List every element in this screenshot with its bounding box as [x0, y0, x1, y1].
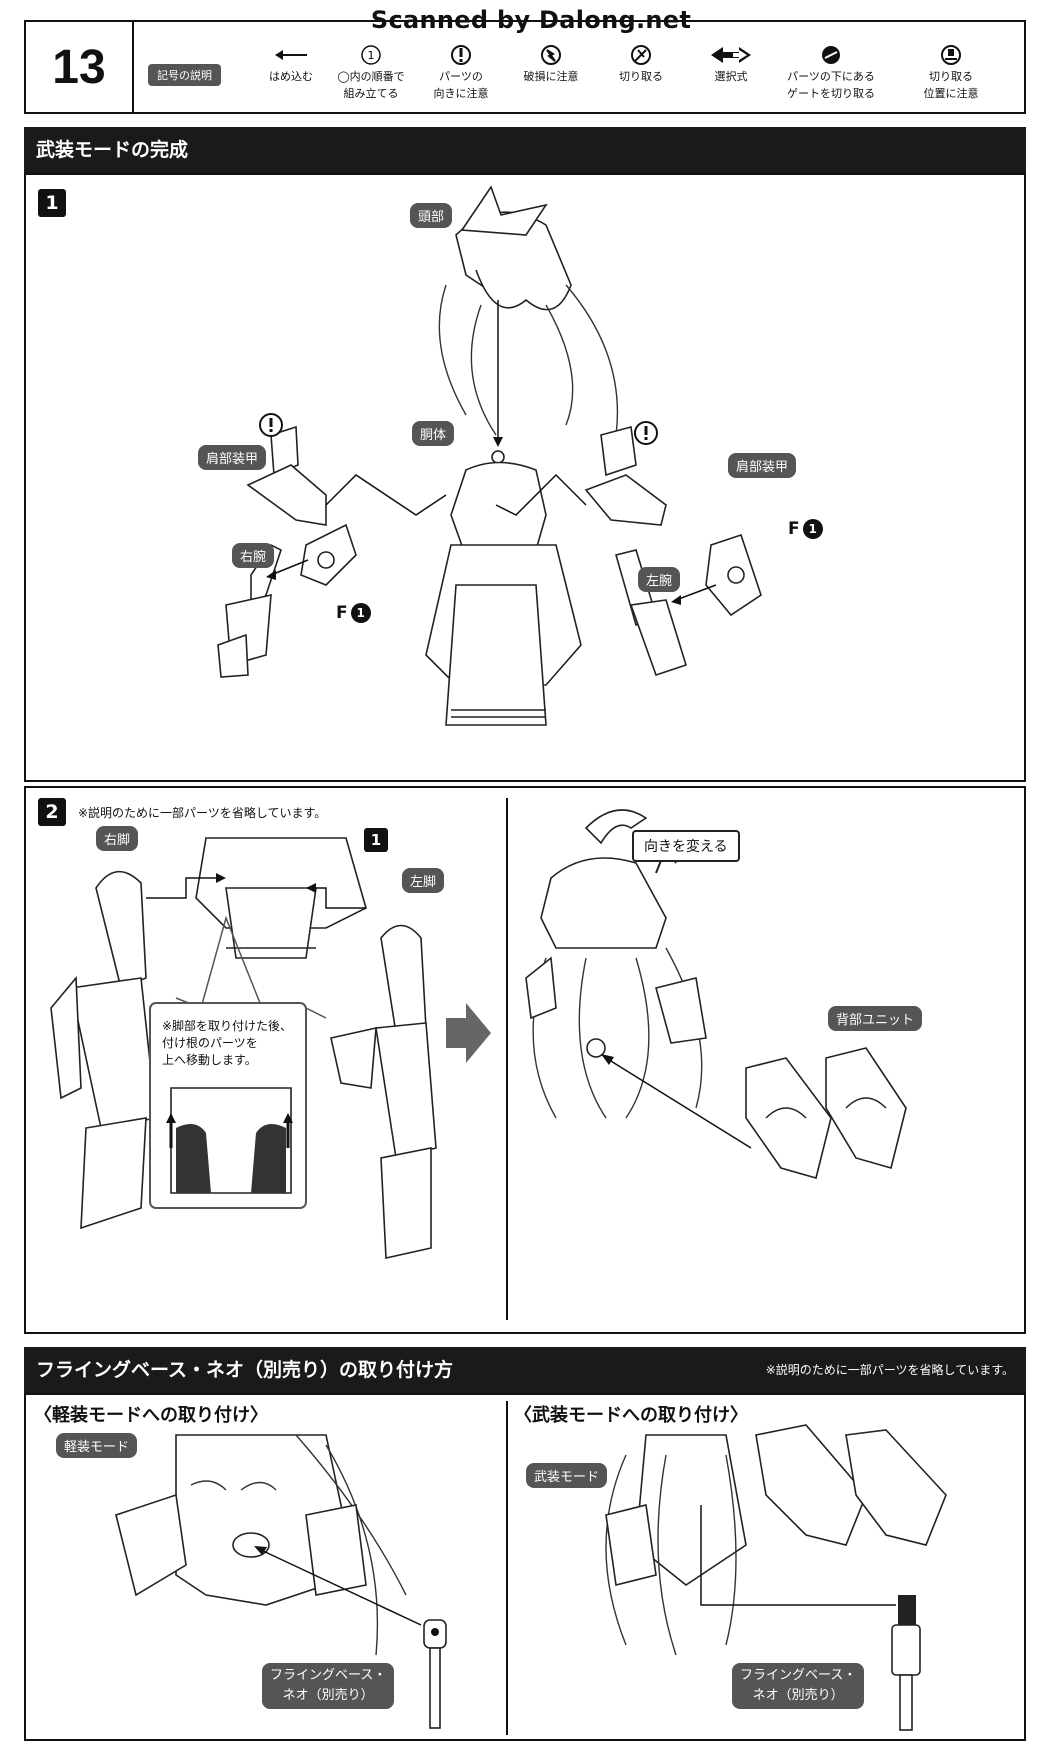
- f-runner-letter: F: [788, 519, 800, 539]
- left-arm-drawing: [615, 549, 687, 677]
- legend-label: 切り取る: [929, 70, 973, 83]
- section-title-armed-completion: 武装モードの完成: [24, 127, 1026, 173]
- back-unit-drawing: [745, 1047, 907, 1179]
- leg-joint-inset: [149, 915, 327, 1209]
- legend-label: 切り取る: [619, 70, 663, 83]
- flying-base-label-light: フライングベース・ ネオ（別売り）: [262, 1663, 395, 1709]
- legend-label: はめ込む: [269, 70, 313, 83]
- omission-note: ※説明のために一部パーツを省略しています。: [78, 806, 327, 820]
- light-mode-body-drawing: [115, 1434, 407, 1656]
- omission-note: ※説明のために一部パーツを省略しています。: [765, 1363, 1014, 1377]
- label-torso: 胴体: [412, 421, 455, 446]
- legend-title-chip: 記号の説明: [148, 64, 221, 86]
- legend-item-insert: はめ込む: [236, 44, 346, 85]
- legend-label: パーツの: [439, 70, 483, 83]
- left-shoulder-armor-drawing: [584, 425, 667, 526]
- symbol-legend: 13 記号の説明 はめ込む 1 ◯内の順番で 組み立てる パーツの 向きに注意 …: [24, 20, 1026, 114]
- left-hand-part-drawing: [705, 533, 762, 617]
- torso-part-drawing: [425, 450, 582, 726]
- legend-item-cut-position: 切り取る 位置に注意: [896, 44, 1006, 102]
- exclamation-icon: [259, 413, 283, 437]
- back-view-body-drawing: [525, 809, 707, 1119]
- flying-base-label-line: フライングベース・: [740, 1668, 857, 1683]
- right-leg-drawing: [50, 870, 157, 1230]
- exclamation-icon: [451, 45, 471, 65]
- flying-base-label-line: ネオ（別売り）: [752, 1688, 844, 1703]
- f-runner-letter: F: [336, 603, 348, 623]
- left-leg-drawing: [330, 924, 437, 1259]
- f-runner-number: 1: [802, 519, 823, 539]
- step-reference-badge: 1: [364, 828, 388, 852]
- legend-item-order: 1 ◯内の順番で 組み立てる: [316, 44, 426, 102]
- label-right-leg: 右脚: [96, 826, 139, 851]
- flying-base-divider: [506, 1401, 508, 1735]
- leg-joint-inset-note: ※脚部を取り付けた後、 付け根のパーツを 上へ移動します。: [162, 1018, 302, 1069]
- proceed-arrow-icon: [446, 1003, 491, 1063]
- cut-icon: [631, 45, 651, 65]
- label-right-shoulder-armor: 肩部装甲: [198, 445, 267, 470]
- legend-item-orientation: パーツの 向きに注意: [406, 44, 516, 102]
- light-mode-heading: 〈軽装モードへの取り付け〉: [34, 1405, 268, 1426]
- lower-body-drawing: [195, 837, 367, 959]
- gate-cut-icon: [822, 46, 840, 64]
- legend-label: ◯内の順番で: [337, 70, 405, 83]
- step2-panel: 2 ※説明のために一部パーツを省略しています。 1: [24, 786, 1026, 1334]
- legend-label: ゲートを切り取る: [787, 87, 875, 100]
- label-back-unit: 背部ユニット: [828, 1006, 923, 1031]
- legend-label: 破損に注意: [523, 70, 579, 83]
- armed-mode-heading: 〈武装モードへの取り付け〉: [514, 1405, 748, 1426]
- cut-position-icon: [941, 45, 961, 65]
- legend-label: 選択式: [714, 70, 748, 83]
- label-left-shoulder-armor: 肩部装甲: [728, 453, 797, 478]
- flying-base-arm-light: [423, 1619, 447, 1729]
- inset-note-line: ※脚部を取り付けた後、: [162, 1019, 293, 1033]
- flying-base-illustration: [115, 1424, 947, 1731]
- flying-base-arm-armed: [891, 1595, 921, 1731]
- inset-note-line: 付け根のパーツを: [162, 1036, 258, 1050]
- legend-label: 向きに注意: [433, 87, 489, 100]
- label-right-arm: 右腕: [232, 543, 275, 568]
- step-number: 1: [38, 189, 66, 217]
- label-left-leg: 左脚: [402, 868, 445, 893]
- arrow-left-icon: [275, 50, 307, 60]
- double-arrow-icon: [711, 47, 751, 63]
- legend-label: パーツの下にある: [787, 70, 875, 83]
- inset-note-line: 上へ移動します。: [162, 1053, 257, 1067]
- right-hand-part-drawing: [300, 523, 357, 586]
- legend-label: 位置に注意: [923, 87, 979, 100]
- f-runner-label-left: F 1: [336, 603, 371, 623]
- exclamation-icon: [634, 421, 658, 445]
- label-head: 頭部: [410, 203, 453, 228]
- legend-item-breakage: 破損に注意: [496, 44, 606, 85]
- flying-base-panel: 〈軽装モードへの取り付け〉 〈武装モードへの取り付け〉: [24, 1393, 1026, 1741]
- legend-item-select: 選択式: [676, 44, 786, 85]
- turn-around-callout: 向きを変える: [632, 830, 740, 862]
- section-title-text: フライングベース・ネオ（別売り）の取り付け方: [36, 1359, 454, 1381]
- legend-item-gate-cut: パーツの下にある ゲートを切り取る: [771, 44, 891, 102]
- armed-mode-tag: 武装モード: [526, 1463, 608, 1488]
- step2-divider: [506, 798, 508, 1320]
- f-runner-number: 1: [350, 603, 371, 623]
- step1-assembly-illustration: [217, 185, 762, 726]
- step1-panel: 1: [24, 173, 1026, 782]
- flying-base-label-line: フライングベース・: [270, 1668, 387, 1683]
- breakage-icon: [541, 45, 561, 65]
- step2-leg-and-back-illustration: [50, 809, 907, 1259]
- flying-base-label-line: ネオ（別売り）: [282, 1688, 374, 1703]
- flying-base-label-armed: フライングベース・ ネオ（別売り）: [732, 1663, 865, 1709]
- circled-number-icon: 1: [361, 45, 381, 65]
- right-shoulder-armor-drawing: [246, 425, 327, 526]
- legend-label: 組み立てる: [343, 87, 399, 100]
- page-number: 13: [26, 22, 134, 112]
- step-number: 2: [38, 798, 66, 826]
- svg-text:1: 1: [368, 49, 375, 62]
- section-title-flying-base: フライングベース・ネオ（別売り）の取り付け方 ※説明のために一部パーツを省略して…: [24, 1347, 1026, 1393]
- head-part-drawing: [438, 185, 619, 436]
- legend-item-cut: 切り取る: [586, 44, 696, 85]
- f-runner-label-right: F 1: [788, 519, 823, 539]
- light-mode-tag: 軽装モード: [56, 1433, 138, 1458]
- armed-mode-body-drawing: [605, 1424, 947, 1656]
- label-left-arm: 左腕: [638, 567, 681, 592]
